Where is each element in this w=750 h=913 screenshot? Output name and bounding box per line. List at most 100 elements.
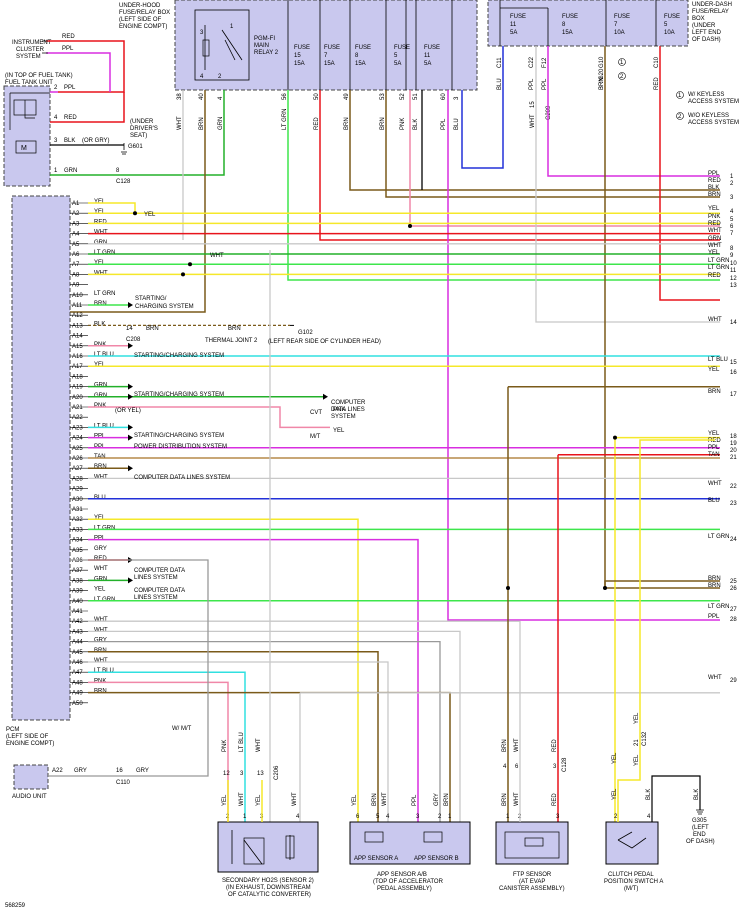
wire-pnk-52 <box>409 90 720 227</box>
underhood-label: UNDER-HOOD FUSE/RELAY BOX (LEFT SIDE OF … <box>119 3 170 30</box>
svg-text:FUSE/RELAY: FUSE/RELAY <box>692 9 729 15</box>
wire-25 <box>604 580 720 588</box>
svg-text:1: 1 <box>620 60 624 66</box>
app-pin: 6 <box>356 814 360 820</box>
app-wire-color: YEL <box>352 794 358 806</box>
junction-dot <box>613 435 617 440</box>
drop-pin: 60 <box>441 93 447 100</box>
right-wire-color: YEL <box>708 250 720 256</box>
fuel-tank-unit <box>3 85 51 187</box>
right-wire-number: 29 <box>730 678 737 684</box>
svg-text:(UNDER: (UNDER <box>692 23 716 29</box>
pcm-pin-color: GRY <box>94 638 107 644</box>
svg-text:BLK: BLK <box>646 789 652 800</box>
svg-text:SECONDARY HO2S (SENSOR 2): SECONDARY HO2S (SENSOR 2) <box>222 878 314 884</box>
fuse-label: FUSE <box>324 45 340 51</box>
pcm-pin-color: BLU <box>94 495 106 501</box>
drop-color: BRN <box>380 117 386 130</box>
drop-color: PNK <box>400 118 406 130</box>
pcm-pin: A27 <box>72 466 83 472</box>
svg-text:END: END <box>693 832 706 838</box>
wire-brn-49 <box>349 90 720 191</box>
pcm-pin-color: BRN <box>94 301 107 307</box>
instrument-cluster-label: INSTRUMENT CLUSTER SYSTEM <box>12 40 52 60</box>
pcm-pin: A8 <box>72 272 80 278</box>
pcm-pin-color: LT GRN <box>94 525 115 531</box>
wire-a44 <box>88 640 441 822</box>
svg-text:BRN: BRN <box>228 326 241 332</box>
wire-a46 <box>88 661 389 822</box>
svg-text:2: 2 <box>614 814 618 820</box>
svg-text:C110: C110 <box>116 780 131 786</box>
pcm-pin-color: YEL <box>94 260 106 266</box>
junction-dot <box>506 586 510 590</box>
svg-text:A22: A22 <box>52 768 63 774</box>
right-wire-number: 21 <box>730 455 737 461</box>
svg-text:BRN: BRN <box>146 326 159 332</box>
ho2s-conn-pin: 3 <box>240 771 244 777</box>
right-wire-color: WHT <box>708 675 722 681</box>
right-wire-number: 7 <box>730 231 734 237</box>
app-wire-color: WHT <box>382 792 388 806</box>
pcm-pin: A21 <box>72 405 83 411</box>
svg-text:(OR GRY): (OR GRY) <box>82 138 110 144</box>
right-wire-color: WHT <box>708 317 722 323</box>
svg-text:YEL: YEL <box>333 428 345 434</box>
system-labels: YEL WHT STARTING/ CHARGING SYSTEM 14 C20… <box>115 212 381 732</box>
pcm-pin-color: PPL <box>94 536 106 542</box>
app-pin: 4 <box>386 814 390 820</box>
ho2s-bottom-color: WHT <box>292 792 298 806</box>
svg-text:RELAY 2: RELAY 2 <box>254 50 279 56</box>
pcm-pin-color: LT BLU <box>94 352 114 358</box>
svg-text:C132: C132 <box>642 731 648 746</box>
right-wire-number: 23 <box>730 501 737 507</box>
ftp-top-color: WHT <box>514 738 520 752</box>
pcm-pin: A15 <box>72 344 83 350</box>
pcm-pin-color: PPL <box>94 444 106 450</box>
svg-text:14: 14 <box>126 326 133 332</box>
ho2s-conn-pin: 13 <box>257 771 264 777</box>
right-wire-color: BRN <box>708 576 721 582</box>
pcm-pin: A33 <box>72 527 83 533</box>
svg-text:RED: RED <box>62 34 75 40</box>
right-wire-color: LT GRN <box>708 534 729 540</box>
pcm-pin: A44 <box>72 640 83 646</box>
dash-drop-color: PPL <box>542 78 548 90</box>
svg-text:2: 2 <box>678 114 682 120</box>
ftp-conn-pin: 6 <box>515 764 519 770</box>
pcm-pin-color: BRN <box>94 689 107 695</box>
pcm-pin: A23 <box>72 425 83 431</box>
pcm-pin: A28 <box>72 476 83 482</box>
svg-text:(AT EVAP: (AT EVAP <box>519 879 545 885</box>
pcm-pin-color: RED <box>94 556 107 562</box>
wire-brn-g10 <box>604 46 720 589</box>
svg-text:STARTING/CHARGING SYSTEM: STARTING/CHARGING SYSTEM <box>134 353 224 359</box>
dash-drop-color: BLU <box>497 78 503 90</box>
svg-text:MAIN: MAIN <box>254 43 269 49</box>
pcm-pin-color: WHT <box>94 566 108 572</box>
horizontal-wires <box>88 202 720 822</box>
ho2s-conn-pin: 12 <box>223 771 230 777</box>
app-pin: 5 <box>376 814 380 820</box>
pcm-pin: A17 <box>72 364 83 370</box>
svg-text:STARTING/: STARTING/ <box>135 296 167 302</box>
fuse-number: 11 <box>510 22 517 28</box>
svg-text:(IN TOP OF FUEL TANK): (IN TOP OF FUEL TANK) <box>5 73 73 79</box>
pcm-pin: A39 <box>72 589 83 595</box>
right-wire-color: WHT <box>708 481 722 487</box>
svg-text:FUSE/RELAY BOX: FUSE/RELAY BOX <box>119 10 170 16</box>
svg-text:PGM-FI: PGM-FI <box>254 36 275 42</box>
audio-unit <box>13 764 49 790</box>
pcm-pin-color: YEL <box>94 199 106 205</box>
fuse-number: 5 <box>394 53 398 59</box>
drop-pin: 56 <box>282 93 288 100</box>
svg-text:STARTING/CHARGING SYSTEM: STARTING/CHARGING SYSTEM <box>134 433 224 439</box>
drop-color: BRN <box>199 117 205 130</box>
ho2s-label: SECONDARY HO2S (SENSOR 2) (IN EXHAUST, D… <box>222 878 314 898</box>
svg-text:YEL: YEL <box>612 752 618 764</box>
svg-text:2: 2 <box>218 74 222 80</box>
svg-text:ACCESS SYSTEM: ACCESS SYSTEM <box>688 120 739 126</box>
right-wire-number: 8 <box>730 246 734 252</box>
svg-text:YEL: YEL <box>144 212 156 218</box>
ho2s-pin: 1 <box>243 814 247 820</box>
